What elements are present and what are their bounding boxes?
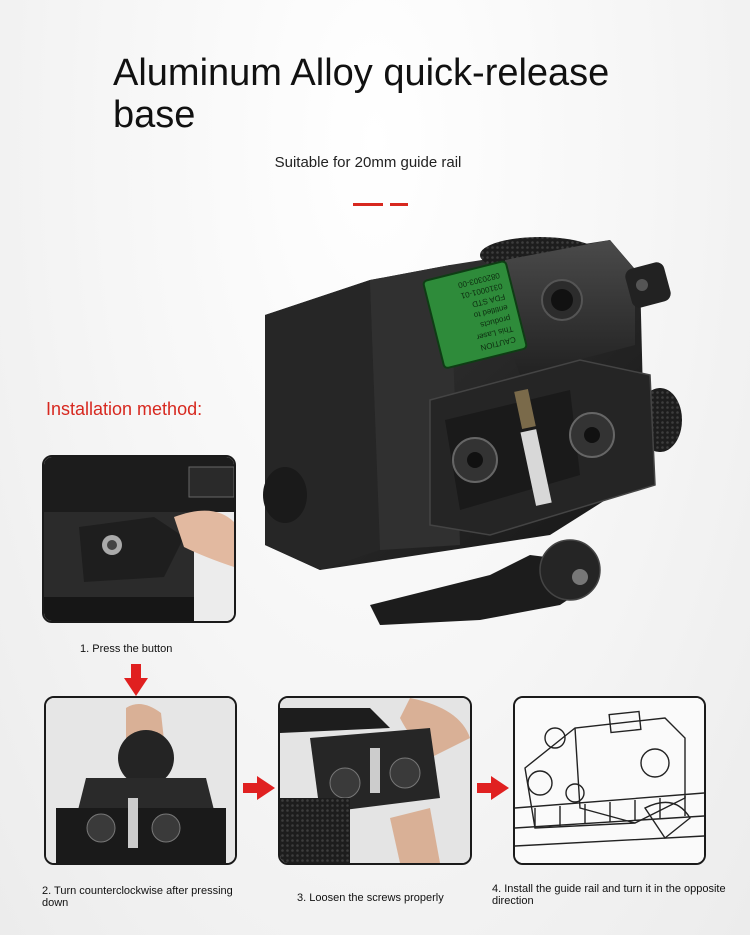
turn-lever-illustration [46,698,235,863]
step-1-caption: 1. Press the button [80,643,173,655]
step-3-photo [278,696,472,865]
hero-product-image: CAUTION This Laser products entitled to … [250,225,690,645]
down-arrow-icon [124,664,148,696]
step-1-photo [42,455,236,623]
step-4-photo [513,696,706,865]
page-title: Aluminum Alloy quick-release base [113,52,610,136]
caution-label: CAUTION This Laser products entitled to … [422,260,528,369]
accent-divider-right [390,203,408,206]
installation-heading: Installation method: [46,399,203,419]
accent-divider-left [353,203,383,206]
step-2-photo [44,696,237,865]
right-arrow-icon [243,776,275,800]
press-button-illustration [44,457,234,621]
step-2-caption: 2. Turn counterclockwise after pressing … [42,885,233,909]
install-rail-line-drawing [515,698,704,863]
step-4-caption: 4. Install the guide rail and turn it in… [492,883,726,907]
loosen-screws-illustration [280,698,470,863]
page-subtitle: Suitable for 20mm guide rail [274,154,462,171]
right-arrow-icon-2 [477,776,509,800]
step-3-caption: 3. Loosen the screws properly [297,892,444,904]
quick-release-mount-illustration: CAUTION This Laser products entitled to … [263,237,682,625]
